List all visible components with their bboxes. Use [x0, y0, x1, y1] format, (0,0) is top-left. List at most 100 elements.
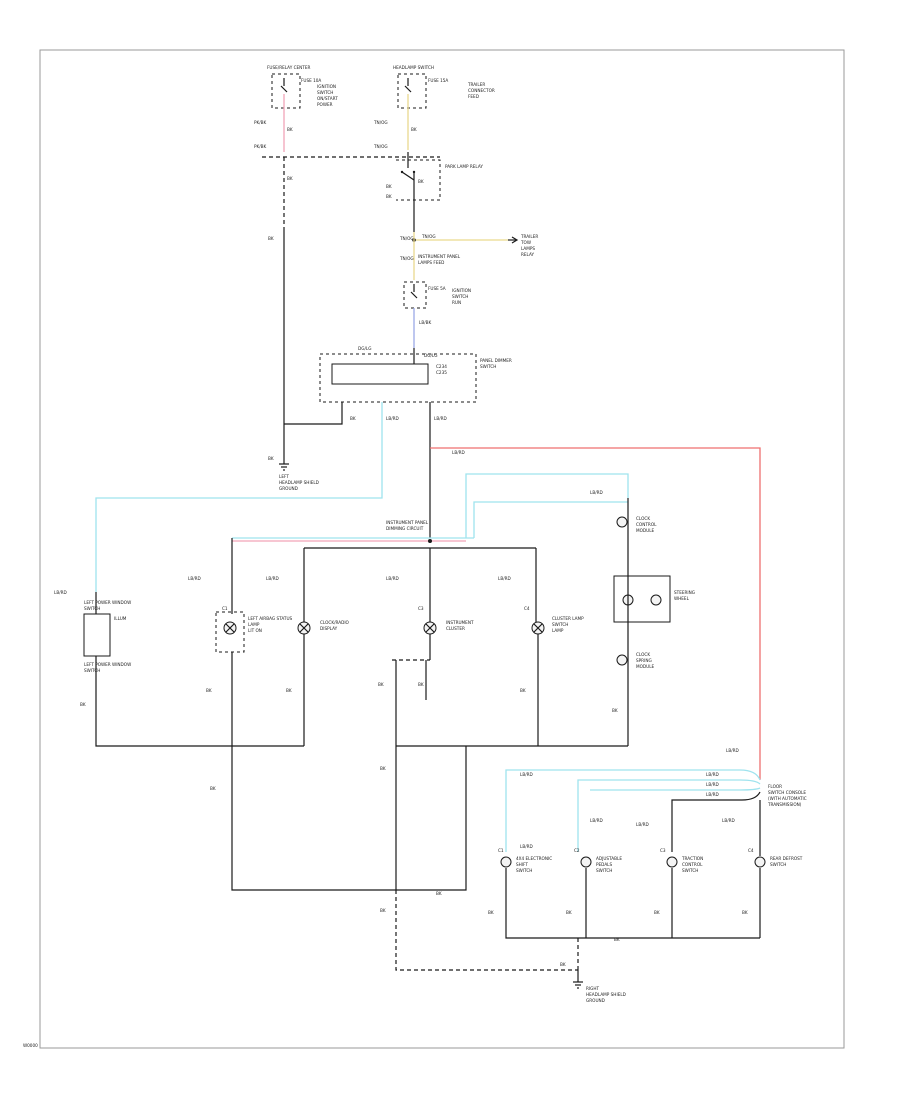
splice-label-2: DIMMING CIRCUIT [386, 526, 424, 531]
module-out-label-2: LB/RD [386, 416, 399, 421]
svg-text:RUN: RUN [452, 300, 461, 305]
red-wire-right-feed [430, 447, 761, 780]
wire-label-tnog-2: TN/OG [373, 144, 388, 149]
svg-text:SPRING: SPRING [636, 658, 652, 663]
svg-text:LB/RD: LB/RD [726, 748, 739, 753]
bottom-switch-1: LB/RD C1 4X4 ELECTRONIC SHIFT SWITCH BK [488, 844, 552, 915]
wire-label-tnog-branch: TN/OG [421, 234, 436, 239]
park-lamp-relay-switch: PARK LAMP RELAY BK BK [386, 152, 483, 201]
bulb-3-group: LB/RD C3 INSTRUMENT CLUSTER BK BK [378, 576, 474, 687]
bulb-1-return [231, 652, 396, 891]
svg-text:CONNECTOR: CONNECTOR [468, 88, 495, 93]
svg-text:SWITCH: SWITCH [480, 364, 496, 369]
wire-label-pkbk-1: PK/BK [254, 120, 267, 125]
top-right-fuse-block: HEADLAMP SWITCH FUSE 15A TRAILER CONNECT… [393, 65, 495, 109]
right-ground-symbol: RIGHT HEADLAMP SHIELD GROUND [573, 970, 626, 1003]
svg-text:TRANSMISSION): TRANSMISSION) [767, 802, 802, 807]
svg-text:DG/LG: DG/LG [424, 353, 437, 358]
svg-text:IGNITION: IGNITION [452, 288, 471, 293]
bottom-switch-2: LB/RD C2 ADJUSTABLE PEDALS SWITCH BK [566, 818, 622, 915]
svg-text:BK: BK [566, 910, 572, 915]
bulb-2-group: LB/RD CLOCK/RADIO DISPLAY BK [266, 576, 350, 693]
wire-label-bk-left: BK [268, 236, 274, 241]
svg-text:SWITCH: SWITCH [682, 868, 698, 873]
floor-console-connector: LB/RD FLOOR SWITCH CONSOLE (WITH AUTOMAT… [520, 748, 807, 807]
clock-module-chain: LB/RD CLOCK CONTROL MODULE STEERING WHEE… [590, 490, 695, 713]
svg-text:LEFT AIRBAG STATUS: LEFT AIRBAG STATUS [248, 616, 293, 621]
svg-text:HEADLAMP SHIELD: HEADLAMP SHIELD [586, 992, 626, 997]
svg-text:C4: C4 [748, 848, 754, 853]
bottom-switch-3: LB/RD C3 TRACTION CONTROL SWITCH BK [636, 822, 703, 915]
svg-text:LB/RD: LB/RD [498, 576, 511, 581]
svg-text:DG/LG: DG/LG [358, 346, 371, 351]
svg-text:SWITCH: SWITCH [596, 868, 612, 873]
svg-text:LEFT: LEFT [279, 474, 289, 479]
svg-text:PANEL DIMMER: PANEL DIMMER [480, 358, 512, 363]
svg-text:BK: BK [268, 456, 274, 461]
splice-dot-main [428, 539, 432, 543]
svg-text:PEDALS: PEDALS [596, 862, 613, 867]
black-bus-4 [671, 791, 761, 852]
left-ground-symbol: BK LEFT HEADLAMP SHIELD GROUND [268, 456, 319, 491]
svg-text:SWITCH: SWITCH [84, 606, 100, 611]
module-out-label-3: LB/RD [434, 416, 447, 421]
wire-label-pkbk-2: PK/BK [254, 144, 267, 149]
svg-text:CLOCK: CLOCK [636, 652, 650, 657]
module-out-label-1: BK [350, 416, 356, 421]
svg-text:SWITCH: SWITCH [552, 622, 568, 627]
svg-text:STEERING: STEERING [674, 590, 695, 595]
diagram-frame [39, 49, 845, 1049]
svg-text:FLOOR: FLOOR [768, 784, 782, 789]
svg-text:LB/RD: LB/RD [706, 792, 719, 797]
svg-text:DISPLAY: DISPLAY [320, 626, 338, 631]
svg-text:CLOCK/RADIO: CLOCK/RADIO [320, 620, 350, 625]
top-left-fuse-block: FUSE/RELAY CENTER FUSE 10A IGNITION SWIT… [267, 65, 338, 109]
svg-text:C234: C234 [436, 364, 447, 369]
svg-text:TRACTION: TRACTION [681, 856, 703, 861]
svg-text:MODULE: MODULE [636, 664, 655, 669]
svg-text:LIT ON: LIT ON [248, 628, 262, 633]
cyan-bus-2 [577, 779, 761, 852]
svg-text:SWITCH: SWITCH [317, 90, 333, 95]
svg-text:IGNITION: IGNITION [317, 84, 336, 89]
wire-label-bk-top: BK [287, 127, 293, 132]
trailer-arrow-head [511, 236, 519, 244]
svg-text:C4: C4 [524, 606, 530, 611]
bottom-dashed-ground [395, 890, 578, 971]
svg-text:TRAILER: TRAILER [467, 82, 485, 87]
svg-text:FUSE 15A: FUSE 15A [428, 78, 448, 83]
svg-text:LB/RD: LB/RD [706, 782, 719, 787]
svg-text:WHEEL: WHEEL [674, 596, 690, 601]
svg-text:FEED: FEED [468, 94, 479, 99]
left-module-return [95, 656, 304, 747]
lower-ground-return [396, 746, 467, 891]
wire-label-ip-1: TN/OG [399, 236, 414, 241]
svg-text:C1: C1 [498, 848, 504, 853]
cyan-wire-mid-branch [473, 501, 628, 538]
svg-text:INSTRUMENT: INSTRUMENT [446, 620, 474, 625]
svg-text:BK: BK [742, 910, 748, 915]
svg-text:BK: BK [418, 179, 424, 184]
svg-text:ILLUM: ILLUM [114, 616, 127, 621]
svg-text:LAMP: LAMP [248, 622, 260, 627]
bottom-wire-label-c: BK [380, 908, 386, 913]
svg-text:LB/RD: LB/RD [636, 822, 649, 827]
panel-dimmer-switch-module: DG/LG DG/LG PANEL DIMMER SWITCH C234 C23… [319, 346, 512, 403]
svg-text:PARK LAMP RELAY: PARK LAMP RELAY [445, 164, 483, 169]
fuse-5a-block: FUSE 5A IGNITION SWITCH RUN [403, 281, 471, 309]
left-power-window-switch-module: LB/RD LEFT POWER WINDOW SWITCH ILLUM LEF… [54, 590, 131, 707]
svg-text:BK: BK [418, 682, 424, 687]
svg-text:MODULE: MODULE [636, 528, 655, 533]
svg-text:BK: BK [520, 688, 526, 693]
svg-text:LB/RD: LB/RD [706, 772, 719, 777]
svg-text:LB/RD: LB/RD [590, 490, 603, 495]
svg-text:4X4 ELECTRONIC: 4X4 ELECTRONIC [516, 856, 552, 861]
svg-text:SWITCH: SWITCH [84, 668, 100, 673]
svg-text:(WITH AUTOMATIC: (WITH AUTOMATIC [768, 796, 807, 801]
bottom-wire-label-b: BK [210, 786, 216, 791]
svg-text:LB/RD: LB/RD [590, 818, 603, 823]
svg-text:BK: BK [286, 688, 292, 693]
bulb-4-group: LB/RD C4 CLUSTER LAMP SWITCH LAMP BK [498, 576, 584, 693]
svg-text:LEFT POWER WINDOW: LEFT POWER WINDOW [84, 662, 131, 667]
